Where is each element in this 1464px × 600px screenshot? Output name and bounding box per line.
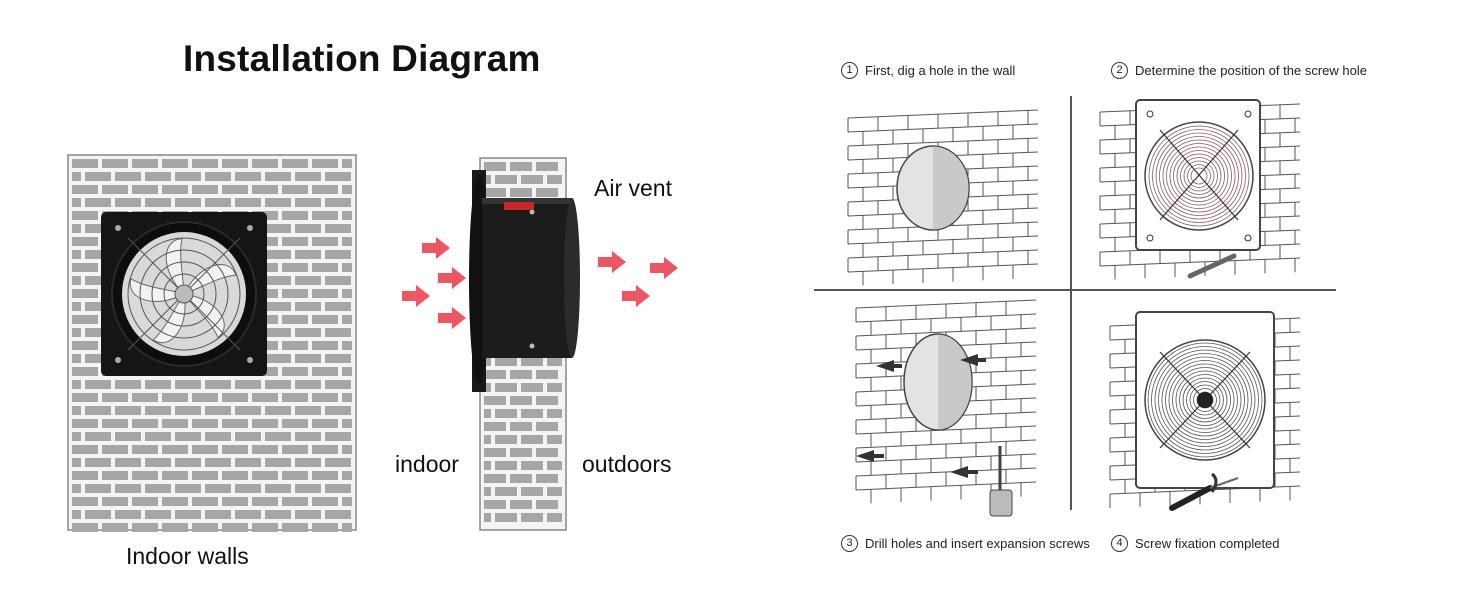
screw-marker-icon [1190,256,1234,276]
step-3-drawing [856,300,1036,516]
step-3-number: 3 [841,535,858,552]
outdoors-label: outdoors [582,451,672,478]
exhaust-fan-icon [101,212,267,376]
airflow-arrow-icon [438,267,466,289]
indoor-label: indoor [395,451,459,478]
step-2-text: Determine the position of the screw hole [1135,63,1367,78]
step-1-label: 1 First, dig a hole in the wall [841,62,1015,79]
step-4-text: Screw fixation completed [1135,536,1280,551]
step-1-text: First, dig a hole in the wall [865,63,1015,78]
air-vent-label: Air vent [594,175,672,202]
airflow-arrow-icon [598,251,626,273]
steps-illustration [810,90,1340,530]
step-4-label: 4 Screw fixation completed [1111,535,1280,552]
indoor-wall-illustration [68,155,356,530]
step-4-number: 4 [1111,535,1128,552]
step-4-drawing [1110,312,1300,508]
airflow-arrow-icon [402,285,430,307]
step-2-label: 2 Determine the position of the screw ho… [1111,62,1367,79]
step-3-label: 3 Drill holes and insert expansion screw… [841,535,1090,552]
drill-icon [990,446,1012,516]
diagram-title: Installation Diagram [183,38,541,80]
step-2-number: 2 [1111,62,1128,79]
step-1-number: 1 [841,62,858,79]
airflow-arrow-icon [650,257,678,279]
indoor-walls-caption: Indoor walls [126,543,249,570]
step-3-text: Drill holes and insert expansion screws [865,536,1090,551]
airflow-arrow-icon [622,285,650,307]
airflow-arrow-icon [422,237,450,259]
airflow-arrow-icon [438,307,466,329]
step-2-drawing [1100,100,1300,279]
step-1-drawing [848,110,1038,285]
